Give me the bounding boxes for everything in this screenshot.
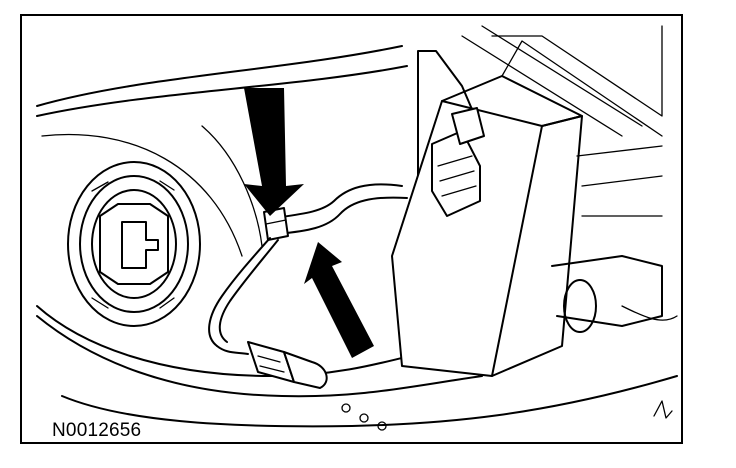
headlamp-bulb-connector-illustration xyxy=(36,25,678,431)
wire-harness xyxy=(208,183,408,389)
rear-bracket xyxy=(391,25,678,377)
bulb-socket xyxy=(67,161,201,327)
headlamp-housing xyxy=(36,45,678,428)
figure-id-label: N0012656 xyxy=(52,420,142,441)
fastener-marks xyxy=(341,400,673,431)
illustration-frame: N0012656 xyxy=(20,14,683,444)
arrow-down-icon xyxy=(244,88,304,216)
arrow-up-icon xyxy=(304,242,374,358)
harness-connector xyxy=(431,107,485,217)
